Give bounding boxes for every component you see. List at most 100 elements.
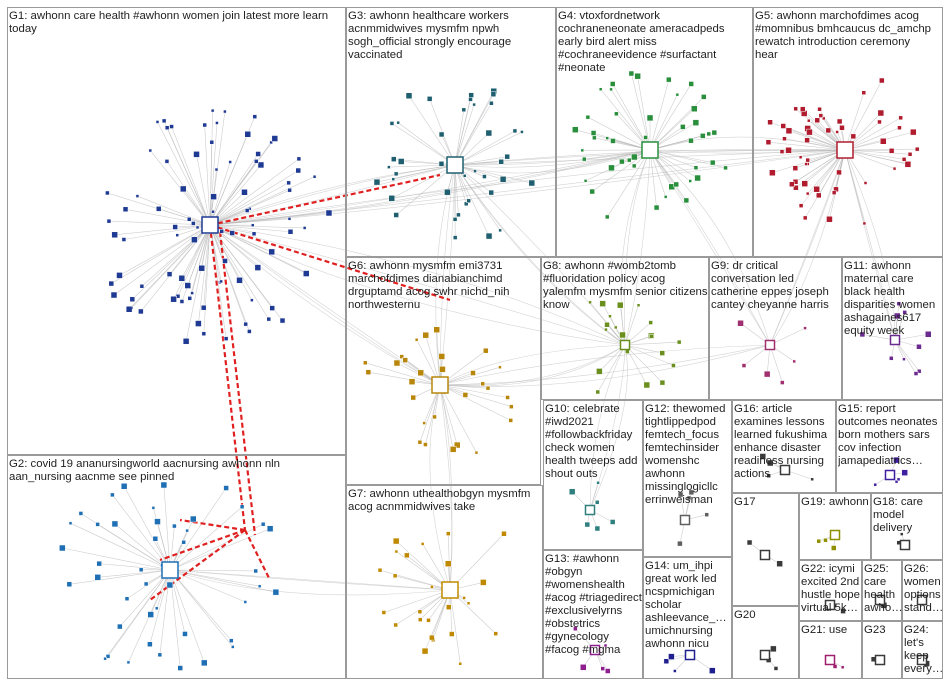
node-g6 [363, 360, 368, 366]
edge-inter-group [844, 149, 896, 341]
group-label-g21: G21: use [801, 624, 848, 636]
hub-node-g19 [829, 529, 841, 541]
group-label-g22: G22: icymi excited 2nd hustle hope virtu… [801, 563, 860, 614]
group-box-g18: G18: care model delivery [871, 493, 943, 560]
hub-node-g20 [759, 649, 771, 661]
edge [769, 344, 783, 383]
node-g8 [614, 325, 618, 330]
edge [169, 569, 256, 572]
node-g5 [826, 215, 833, 223]
edge [198, 224, 211, 324]
node-g5 [877, 109, 885, 117]
edge-inter-group [769, 149, 846, 346]
edge [649, 94, 678, 151]
edge-inter-group [209, 224, 441, 386]
node-g6 [423, 442, 428, 447]
edge [449, 533, 505, 591]
edge [862, 334, 896, 341]
node-g5 [892, 166, 897, 171]
node-g7 [446, 604, 452, 610]
node-g7 [429, 634, 435, 641]
edge [209, 170, 299, 226]
node-g1 [178, 275, 186, 282]
node-g5 [888, 148, 895, 154]
edge [191, 224, 211, 294]
hub-node-g25 [874, 594, 886, 606]
hub-node-g9 [764, 339, 776, 351]
node-g8 [671, 363, 676, 368]
node-g1 [195, 320, 202, 327]
node-g1 [201, 331, 207, 336]
node-g4 [614, 111, 619, 117]
edge [97, 569, 171, 578]
node-g13 [580, 664, 587, 671]
group-box-g5: G5: awhonn marchofdimes acog #momnibus b… [753, 7, 943, 257]
edge-highlight [208, 224, 247, 531]
hub-node-g12 [679, 514, 691, 526]
edge-highlight [209, 223, 451, 302]
edge [587, 116, 651, 151]
node-g2 [272, 588, 280, 596]
node-g1 [296, 156, 302, 162]
group-label-g9: G9: dr critical conversation led catheri… [711, 260, 829, 311]
edge [137, 195, 211, 226]
edge [209, 224, 273, 309]
node-g2 [231, 645, 235, 649]
node-g2 [66, 581, 73, 588]
edge [593, 132, 651, 151]
node-g4 [605, 136, 609, 140]
edge [637, 76, 651, 151]
node-g4 [585, 114, 591, 120]
node-g6 [399, 354, 405, 359]
node-g7 [449, 631, 455, 637]
node-g2 [160, 481, 168, 489]
node-g7 [493, 631, 498, 636]
node-g2 [94, 574, 102, 581]
node-g6 [417, 369, 424, 377]
group-box-g3: G3: awhonn healthcare workers acnmmidwiv… [346, 7, 556, 257]
edge-highlight [159, 528, 246, 562]
node-g1 [172, 224, 178, 230]
edge-inter-group [439, 384, 453, 591]
node-g5 [850, 133, 857, 140]
node-g5 [765, 139, 772, 145]
node-g5 [801, 180, 808, 187]
node-g2 [157, 652, 163, 658]
node-g4 [688, 81, 694, 87]
edge [169, 569, 186, 635]
edge [594, 137, 651, 151]
edge-inter-group [649, 149, 771, 346]
node-g5 [798, 155, 803, 159]
node-g3 [438, 131, 445, 138]
group-box-g16: G16: article examines lessons learned fu… [732, 400, 836, 493]
node-g17 [746, 539, 753, 546]
group-box-g9: G9: dr critical conversation led catheri… [709, 257, 842, 400]
node-g4 [628, 70, 635, 77]
edge [123, 486, 171, 571]
node-g5 [785, 127, 793, 135]
node-g4 [694, 174, 701, 182]
node-g5 [789, 181, 795, 187]
node-g3 [473, 169, 477, 173]
edge [70, 522, 171, 571]
node-g7 [392, 573, 398, 579]
edge [439, 366, 501, 386]
node-g1 [254, 159, 259, 164]
node-g16 [767, 459, 774, 467]
node-g7 [418, 617, 423, 622]
node-g8 [636, 303, 641, 307]
node-g7 [417, 609, 423, 614]
edge [365, 362, 441, 386]
group-label-g15: G15: report outcomes neonates born mothe… [838, 403, 938, 467]
group-box-g13: G13: #awhonn #obgyn #womenshealth #acog … [543, 550, 643, 679]
node-g4 [706, 131, 712, 137]
hub-node-g16 [779, 464, 791, 476]
node-g4 [580, 148, 585, 153]
node-g4 [583, 179, 588, 183]
node-g1 [222, 258, 228, 264]
edge-inter-group [454, 149, 651, 168]
node-g16 [810, 477, 814, 482]
node-g1 [223, 336, 229, 341]
node-g3 [498, 228, 502, 233]
group-label-g4: G4: vtoxfordnetwork cochraneneonate amer… [558, 10, 725, 74]
